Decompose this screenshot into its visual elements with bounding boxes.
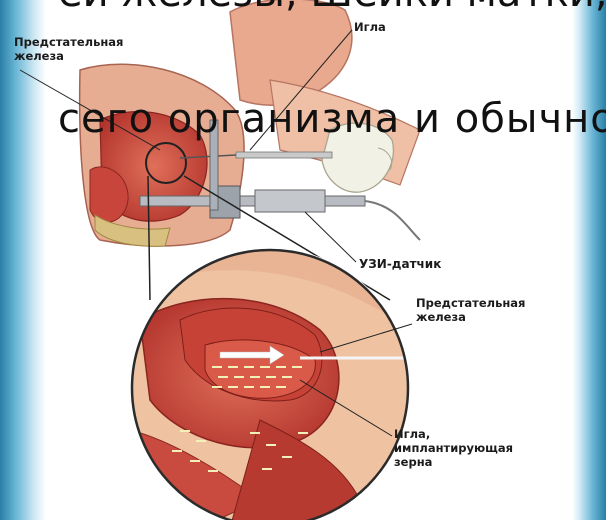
label-ultrasound-probe: УЗИ-датчик <box>359 257 441 271</box>
label-seed-needle: Игла, имплантирующая зерна <box>394 427 534 469</box>
label-needle-overview: Игла <box>354 20 386 34</box>
label-prostate-overview: Предстательная железа <box>14 35 102 63</box>
label-prostate-overview-text: Предстательная железа <box>14 35 102 63</box>
magnified-view <box>128 248 418 520</box>
label-prostate-detail: Предстательная железа <box>416 296 536 324</box>
label-prostate-detail-text: Предстательная железа <box>416 296 536 324</box>
slide-body-line: сего организма и обычно <box>58 96 606 142</box>
slide-heading-partial: ей железы, Шейки матки, <box>58 0 606 16</box>
label-seed-needle-text: Игла, имплантирующая зерна <box>394 427 534 469</box>
